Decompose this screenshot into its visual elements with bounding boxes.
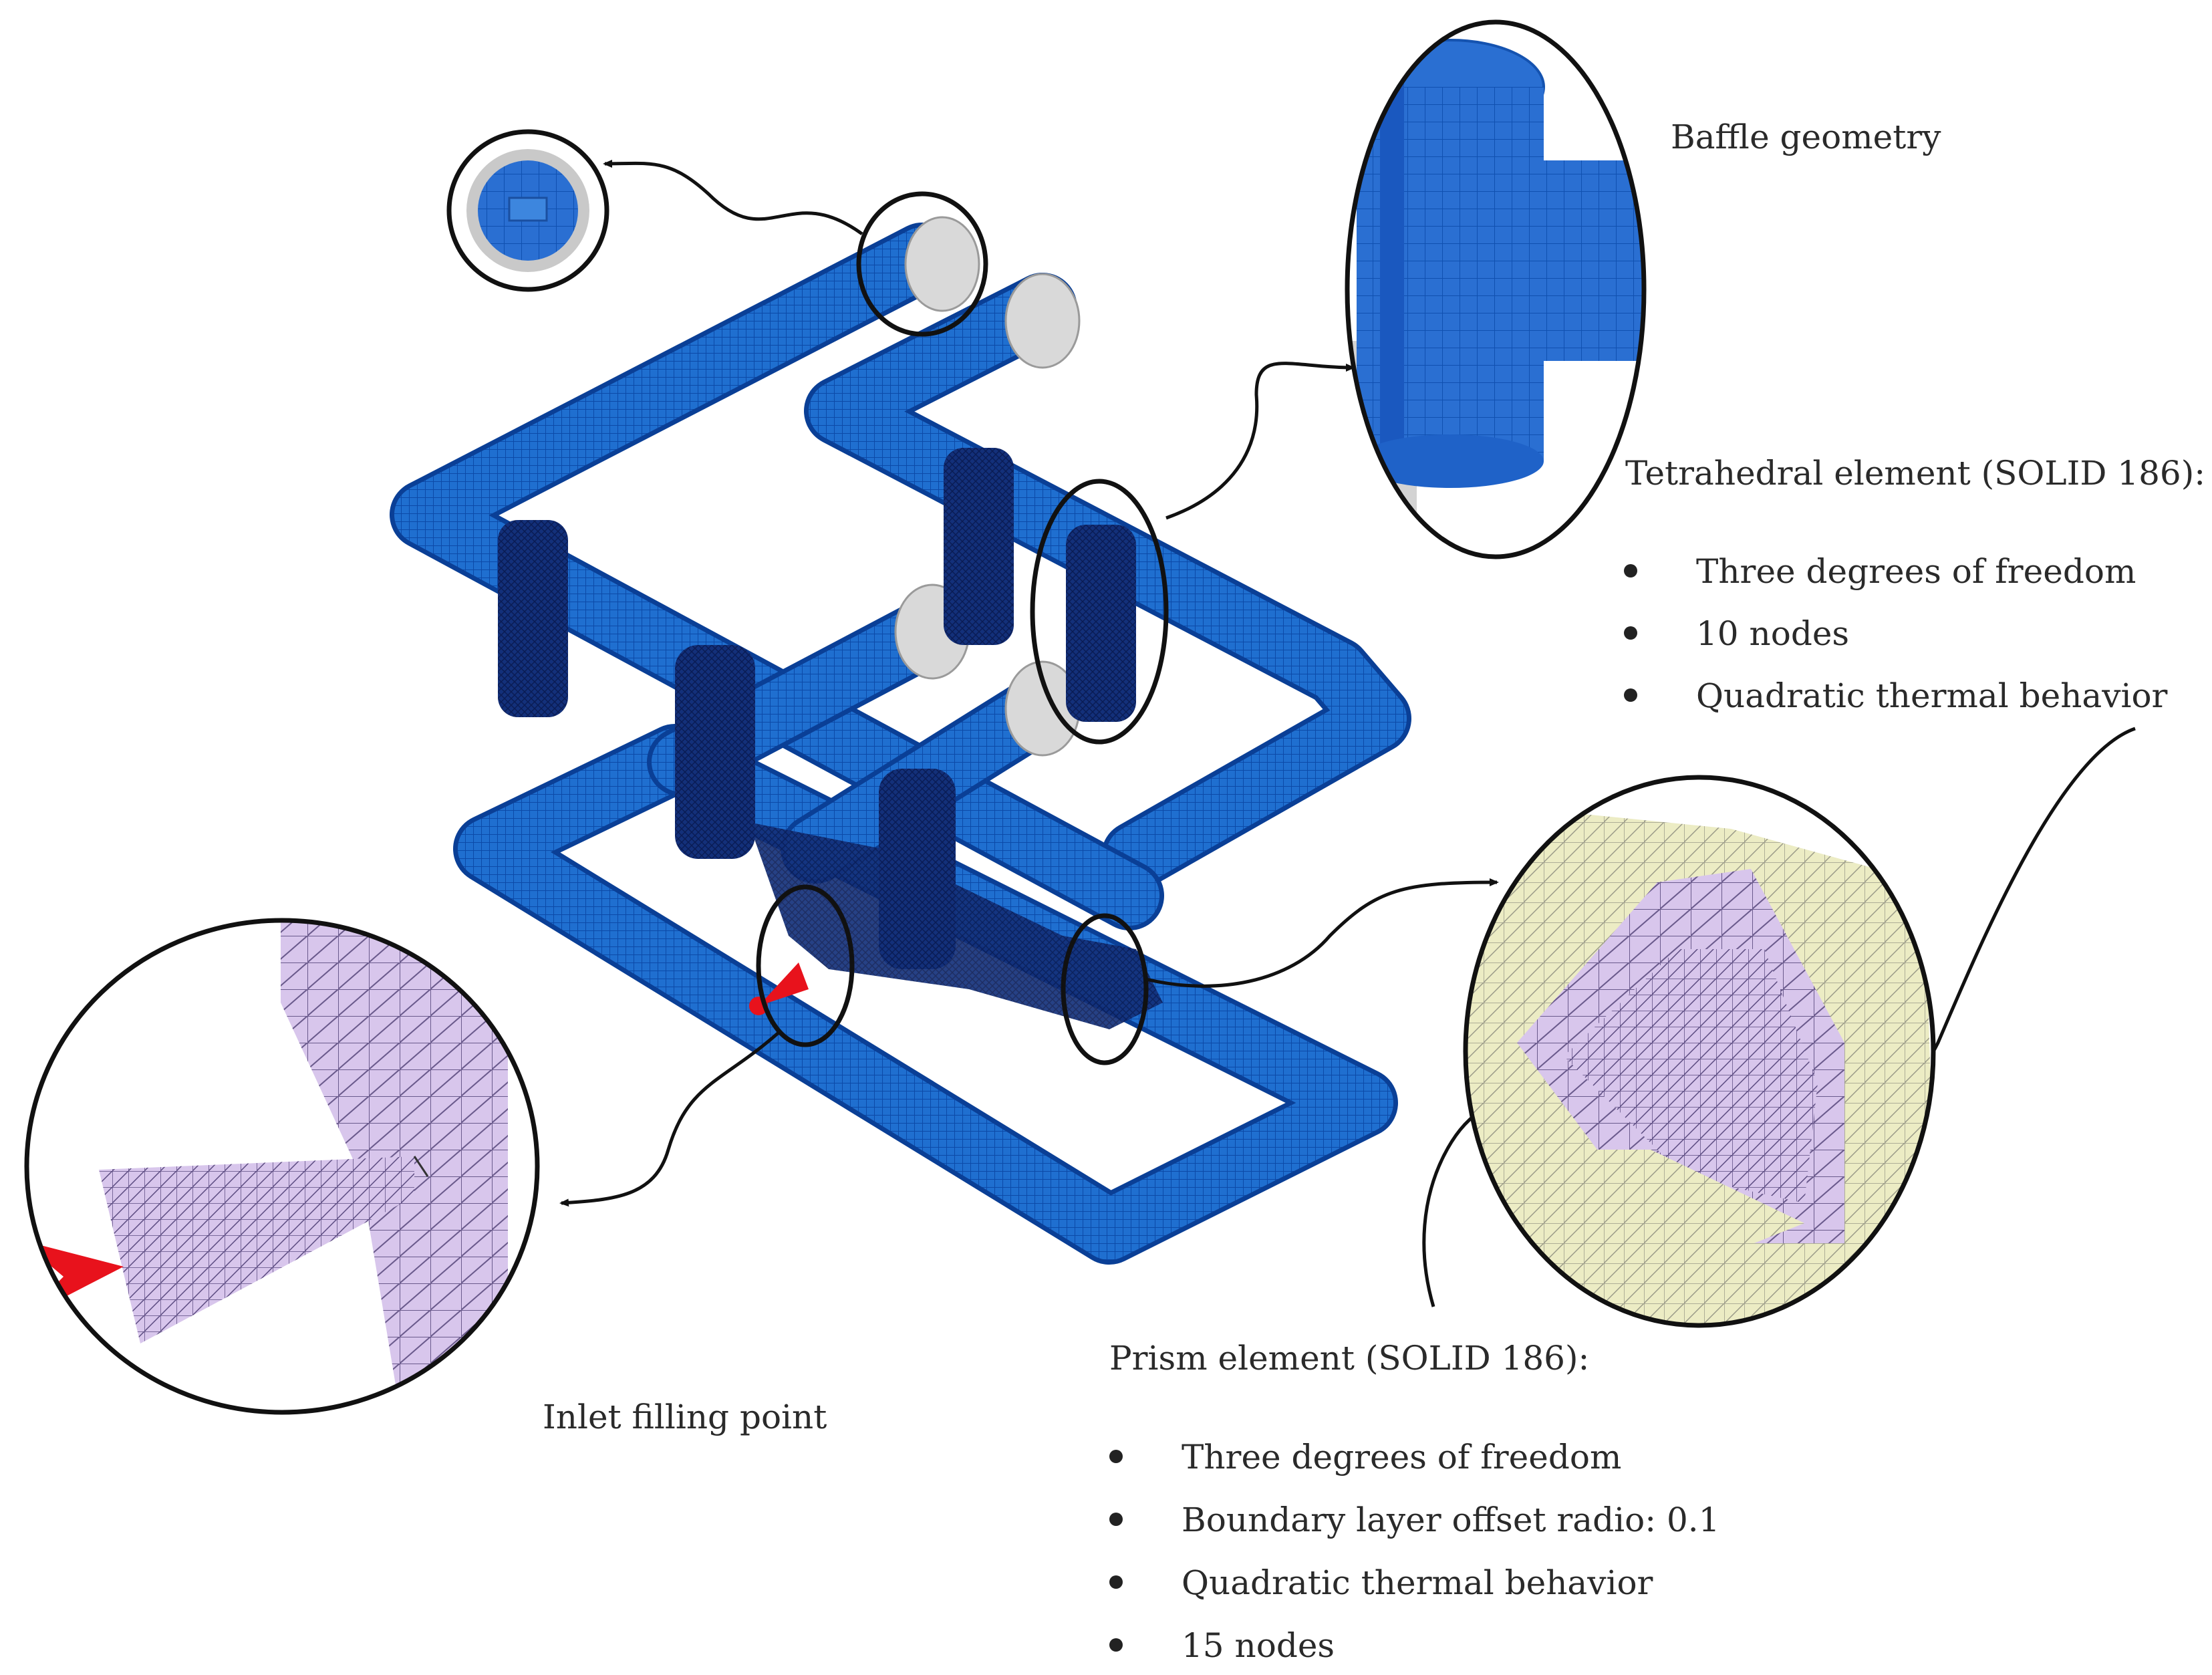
risers: [498, 448, 1163, 1029]
tetrahedral-bullet-list: Three degrees of freedom 10 nodes Quadra…: [1624, 555, 2167, 713]
riser-1: [498, 520, 568, 717]
prism-bullet-3: Quadratic thermal behavior: [1109, 1566, 1719, 1599]
bullet-dot: [1624, 564, 1637, 577]
marker-cap: [856, 191, 988, 337]
zoom-baffle: [1345, 19, 1647, 559]
marker-inlet: [756, 884, 855, 1047]
bullet-dot: [1109, 1638, 1123, 1652]
arrow-to-prism: [1145, 878, 1499, 988]
cap-top-left: [904, 216, 980, 312]
label-baffle-geometry: Baffle geometry: [1671, 118, 1941, 156]
casting-body: [748, 822, 1163, 1029]
prism-bullet-4: 15 nodes: [1109, 1629, 1719, 1662]
zoom-prism-mesh: [1463, 775, 1936, 1328]
riser-2: [944, 448, 1014, 645]
tetra-bullet-3: Quadratic thermal behavior: [1624, 679, 2167, 713]
detail-markers: [756, 191, 1169, 1065]
bullet-dot: [1624, 688, 1637, 702]
label-inlet-filling-point: Inlet filling point: [543, 1398, 827, 1436]
bullet-dot: [1109, 1450, 1123, 1463]
tetra-bullet-1: Three degrees of freedom: [1624, 555, 2167, 588]
tetra-bullet-2: 10 nodes: [1624, 617, 2167, 650]
pipe-network: [390, 223, 1411, 1265]
riser-4: [675, 645, 755, 859]
prism-bullet-2: Boundary layer offset radio: 0.1: [1109, 1503, 1719, 1537]
bullet-dot: [1624, 626, 1637, 640]
riser-3: [1066, 525, 1136, 722]
label-tetrahedral-title: Tetrahedral element (SOLID 186):: [1625, 454, 2206, 493]
zoom-pipe-end: [446, 129, 609, 292]
zoom-inlet-mesh: [24, 918, 540, 1415]
marker-prism: [1061, 913, 1149, 1065]
cap-top-right: [1004, 273, 1081, 369]
bullet-dot: [1109, 1513, 1123, 1526]
prism-bullet-1: Three degrees of freedom: [1109, 1440, 1719, 1474]
arrow-to-baffle: [1165, 362, 1355, 520]
marker-baffle: [1030, 479, 1169, 745]
prism-bullet-list: Three degrees of freedom Boundary layer …: [1109, 1440, 1719, 1662]
label-prism-title: Prism element (SOLID 186):: [1109, 1339, 1590, 1378]
arrow-to-top-view: [603, 159, 863, 236]
arrow-to-inlet: [559, 1031, 780, 1207]
bullet-dot: [1109, 1575, 1123, 1589]
